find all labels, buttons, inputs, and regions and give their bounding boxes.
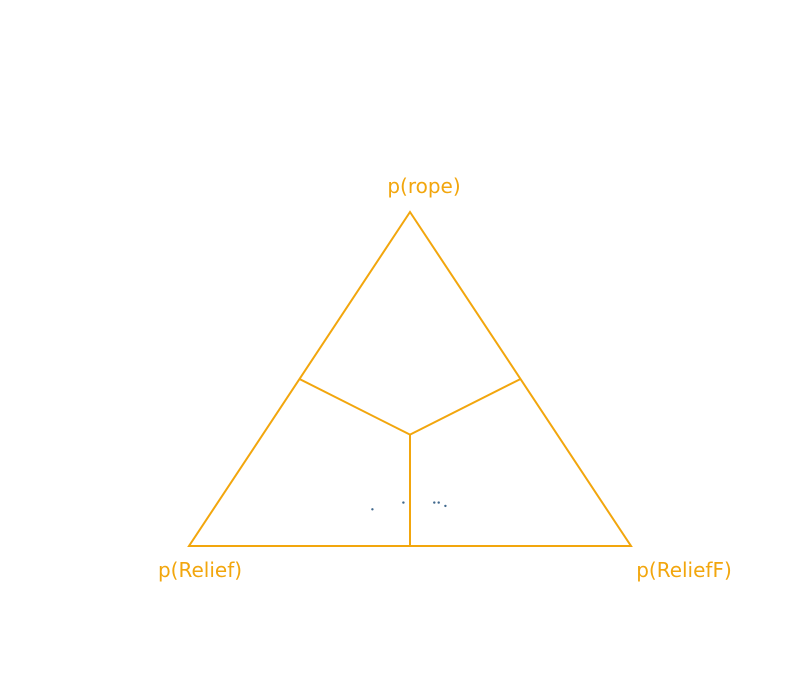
region-boundary-left-edge-midpoint: [299, 378, 411, 436]
vertex-label-right: p(ReliefF): [636, 558, 732, 582]
vertex-label-top: p(rope): [387, 174, 460, 198]
data-point-0: [371, 508, 374, 511]
data-point-4: [437, 501, 440, 504]
vertex-label-left: p(Relief): [158, 558, 242, 582]
data-points: [371, 501, 447, 511]
region-boundary-right-edge-midpoint: [409, 378, 521, 436]
data-point-2: [433, 501, 436, 504]
vertex-labels: p(rope) p(Relief) p(ReliefF): [158, 174, 732, 582]
data-point-1: [402, 501, 405, 504]
data-point-3: [444, 504, 447, 508]
simplex-frame: [187, 210, 633, 547]
